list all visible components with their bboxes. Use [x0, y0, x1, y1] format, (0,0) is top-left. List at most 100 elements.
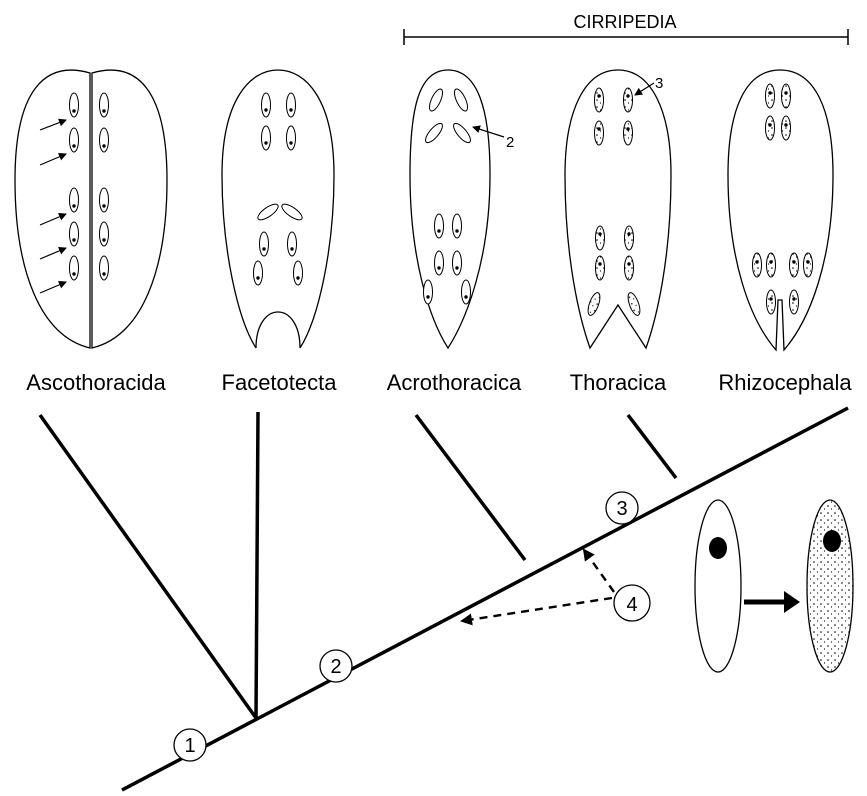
eye-ellipse [452, 87, 470, 113]
eye-ellipse [294, 261, 303, 285]
eye-spot [102, 144, 105, 147]
node-3-label: 3 [616, 498, 627, 520]
taxon-label-acrothoracica: Acrothoracica [387, 370, 522, 395]
eye-spot [72, 204, 75, 207]
eye-ellipse [782, 116, 791, 140]
acrothoracica-eyes [423, 87, 473, 304]
eye-spot [626, 94, 629, 97]
eye-ellipse [753, 253, 762, 277]
eye-ellipse [453, 214, 462, 238]
eye-spot [72, 144, 75, 147]
eye-spot [256, 276, 259, 279]
branch-facetotecta [256, 412, 258, 718]
eye-ellipse [766, 84, 775, 108]
plain-eye-before [695, 500, 741, 672]
cirripedia-label: CIRRIPEDIA [573, 12, 676, 32]
eye-ellipse [423, 121, 445, 145]
eye-ellipse [100, 222, 109, 246]
eye-ellipse [287, 126, 296, 150]
eye-ellipse [100, 93, 109, 117]
eye-spot [597, 94, 600, 97]
eye-ellipse [70, 188, 79, 212]
eye-ellipse [595, 88, 604, 112]
eye-spot [72, 272, 75, 275]
eye-spot [626, 127, 629, 130]
eye-spot [627, 232, 630, 235]
node-4-label: 4 [626, 594, 637, 616]
eye-ellipse [280, 201, 305, 222]
eye-ellipse [100, 256, 109, 280]
eye-spot [598, 262, 601, 265]
node-4-arrows [462, 550, 614, 621]
taxon-label-rhizocephala: Rhizocephala [718, 370, 852, 395]
eye-spot [806, 260, 809, 263]
eye-ellipse [596, 226, 605, 250]
eye-spot [784, 91, 787, 94]
facetotecta-eyes [254, 93, 305, 285]
eye-ellipse [70, 128, 79, 152]
eye-spot [437, 229, 440, 232]
ascothoracida-eyes [70, 93, 109, 280]
cirripedia-bracket: CIRRIPEDIA [404, 8, 848, 45]
eye-ellipse [790, 290, 799, 314]
eye-spot [72, 238, 75, 241]
taxon-label-facetotecta: Facetotecta [222, 370, 338, 395]
eye-spot [437, 266, 440, 269]
node-1: 1 [174, 729, 206, 761]
eye-ellipse [287, 93, 296, 117]
node-4: 4 [614, 585, 650, 621]
eye-spot [264, 108, 267, 111]
eye-spot [792, 297, 795, 300]
eye-spot [784, 123, 787, 126]
stippled-eye-spot [823, 530, 841, 552]
eye-ellipse [586, 291, 603, 317]
eye-ellipse [435, 251, 444, 275]
node-1-label: 1 [184, 735, 195, 757]
eye-ellipse [790, 253, 799, 277]
stippled-eye-after [807, 500, 853, 672]
eye-spot [455, 266, 458, 269]
eye-spot [768, 91, 771, 94]
eye-spot [597, 127, 600, 130]
taxon-label-ascothoracida: Ascothoracida [26, 370, 166, 395]
larva-facetotecta [222, 70, 334, 348]
eye-spot [72, 109, 75, 112]
node-3: 3 [606, 492, 638, 524]
eye-ellipse [427, 87, 445, 113]
eye-spot [289, 141, 292, 144]
eye-spot [455, 229, 458, 232]
eye-ellipse [254, 261, 263, 285]
eye-ellipse [624, 88, 633, 112]
eye-ellipse [767, 253, 776, 277]
callout-3-label: 3 [655, 75, 663, 92]
eye-ellipse [767, 290, 776, 314]
eye-ellipse [453, 251, 462, 275]
eye-spot [755, 260, 758, 263]
eye-ellipse [766, 116, 775, 140]
thoracica-eyes [586, 88, 643, 317]
eye-spot [296, 276, 299, 279]
eye-spot [768, 123, 771, 126]
eye-spot [290, 247, 293, 250]
taxon-label-thoracica: Thoracica [570, 370, 667, 395]
eye-ellipse [595, 121, 604, 145]
eye-ellipse [260, 232, 269, 256]
eye-spot [598, 232, 601, 235]
eye-spot [289, 108, 292, 111]
eye-spot [769, 260, 772, 263]
eye-ellipse [804, 253, 813, 277]
node-2: 2 [320, 650, 352, 682]
eye-spot [426, 295, 429, 298]
node-2-label: 2 [330, 656, 341, 678]
branch-acrothoracica [416, 415, 525, 560]
eye-ellipse [424, 280, 433, 304]
eye-spot [102, 272, 105, 275]
larva-acrothoracica [410, 70, 490, 348]
eye-ellipse [596, 256, 605, 280]
eye-ellipse [626, 291, 643, 317]
branch-thoracica [628, 415, 676, 478]
eye-ellipse [70, 93, 79, 117]
rhizocephala-eyes [753, 84, 813, 314]
larva-rhizocephala [728, 70, 833, 350]
